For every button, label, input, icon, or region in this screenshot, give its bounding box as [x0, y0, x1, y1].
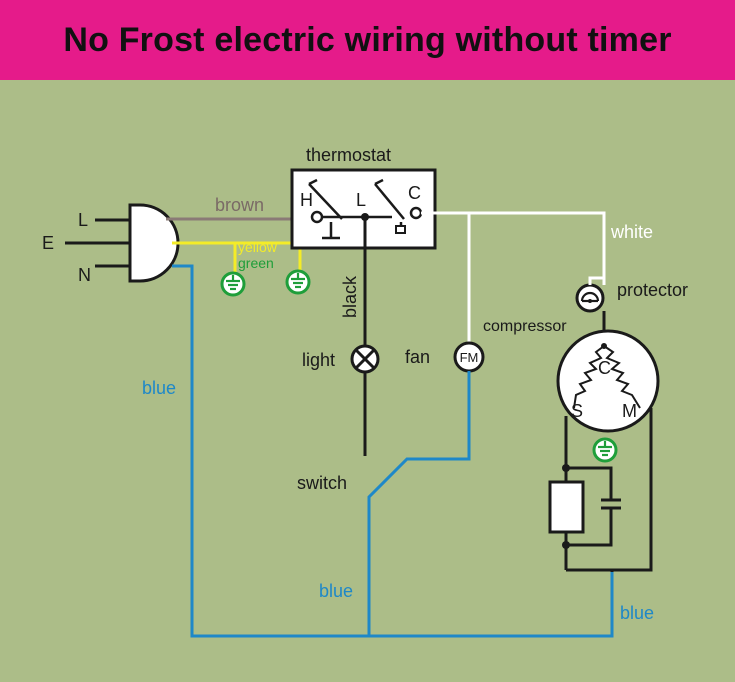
compressor-label: compressor [483, 318, 567, 335]
compressor-terminal-c: C [598, 358, 611, 378]
fan-motor-icon: FM [453, 341, 485, 373]
thermostat-label: thermostat [306, 145, 391, 165]
protector-white-wire [588, 276, 604, 285]
ground-icon [220, 271, 246, 297]
plug-pin-e-label: E [42, 233, 54, 253]
compressor-terminal-s: S [571, 401, 583, 421]
blue-wire [172, 264, 614, 638]
lamp-icon [350, 344, 380, 374]
white-wire-label: white [610, 222, 653, 242]
plug-pin-n-label: N [78, 265, 91, 285]
thermostat-terminal-h: H [300, 190, 313, 210]
fan-blue-wire [367, 371, 471, 636]
blue-wire-left-label: blue [142, 378, 176, 398]
switch-label: switch [297, 473, 347, 493]
yellow-wire [172, 241, 237, 272]
blue-wire-bottom-label: blue [319, 581, 353, 601]
fan-label: fan [405, 347, 430, 367]
ground-icon [285, 269, 311, 295]
black-wire-label: black [340, 275, 360, 318]
brown-wire-label: brown [215, 195, 264, 215]
plug: L E N [42, 203, 180, 285]
protector-icon [575, 283, 605, 313]
thermostat-terminal-l: L [356, 190, 366, 210]
fan-symbol: FM [460, 350, 479, 365]
page-title: No Frost electric wiring without timer [63, 20, 672, 59]
thermostat-terminal-c: C [408, 183, 421, 203]
yellow-wire-label: yellow [238, 239, 278, 255]
green-wire-label: green [238, 255, 274, 271]
plug-pin-l-label: L [78, 210, 88, 230]
white-wire [421, 211, 606, 285]
main-wire [566, 408, 653, 572]
capacitor-icon [566, 466, 621, 547]
compressor-motor: C S M [556, 329, 660, 433]
compressor-terminal-m: M [622, 401, 637, 421]
protector-label: protector [617, 280, 688, 300]
ground-icon [592, 437, 618, 463]
blue-wire-right-label: blue [620, 603, 654, 623]
title-banner: No Frost electric wiring without timer [0, 0, 735, 80]
light-label: light [302, 350, 335, 370]
